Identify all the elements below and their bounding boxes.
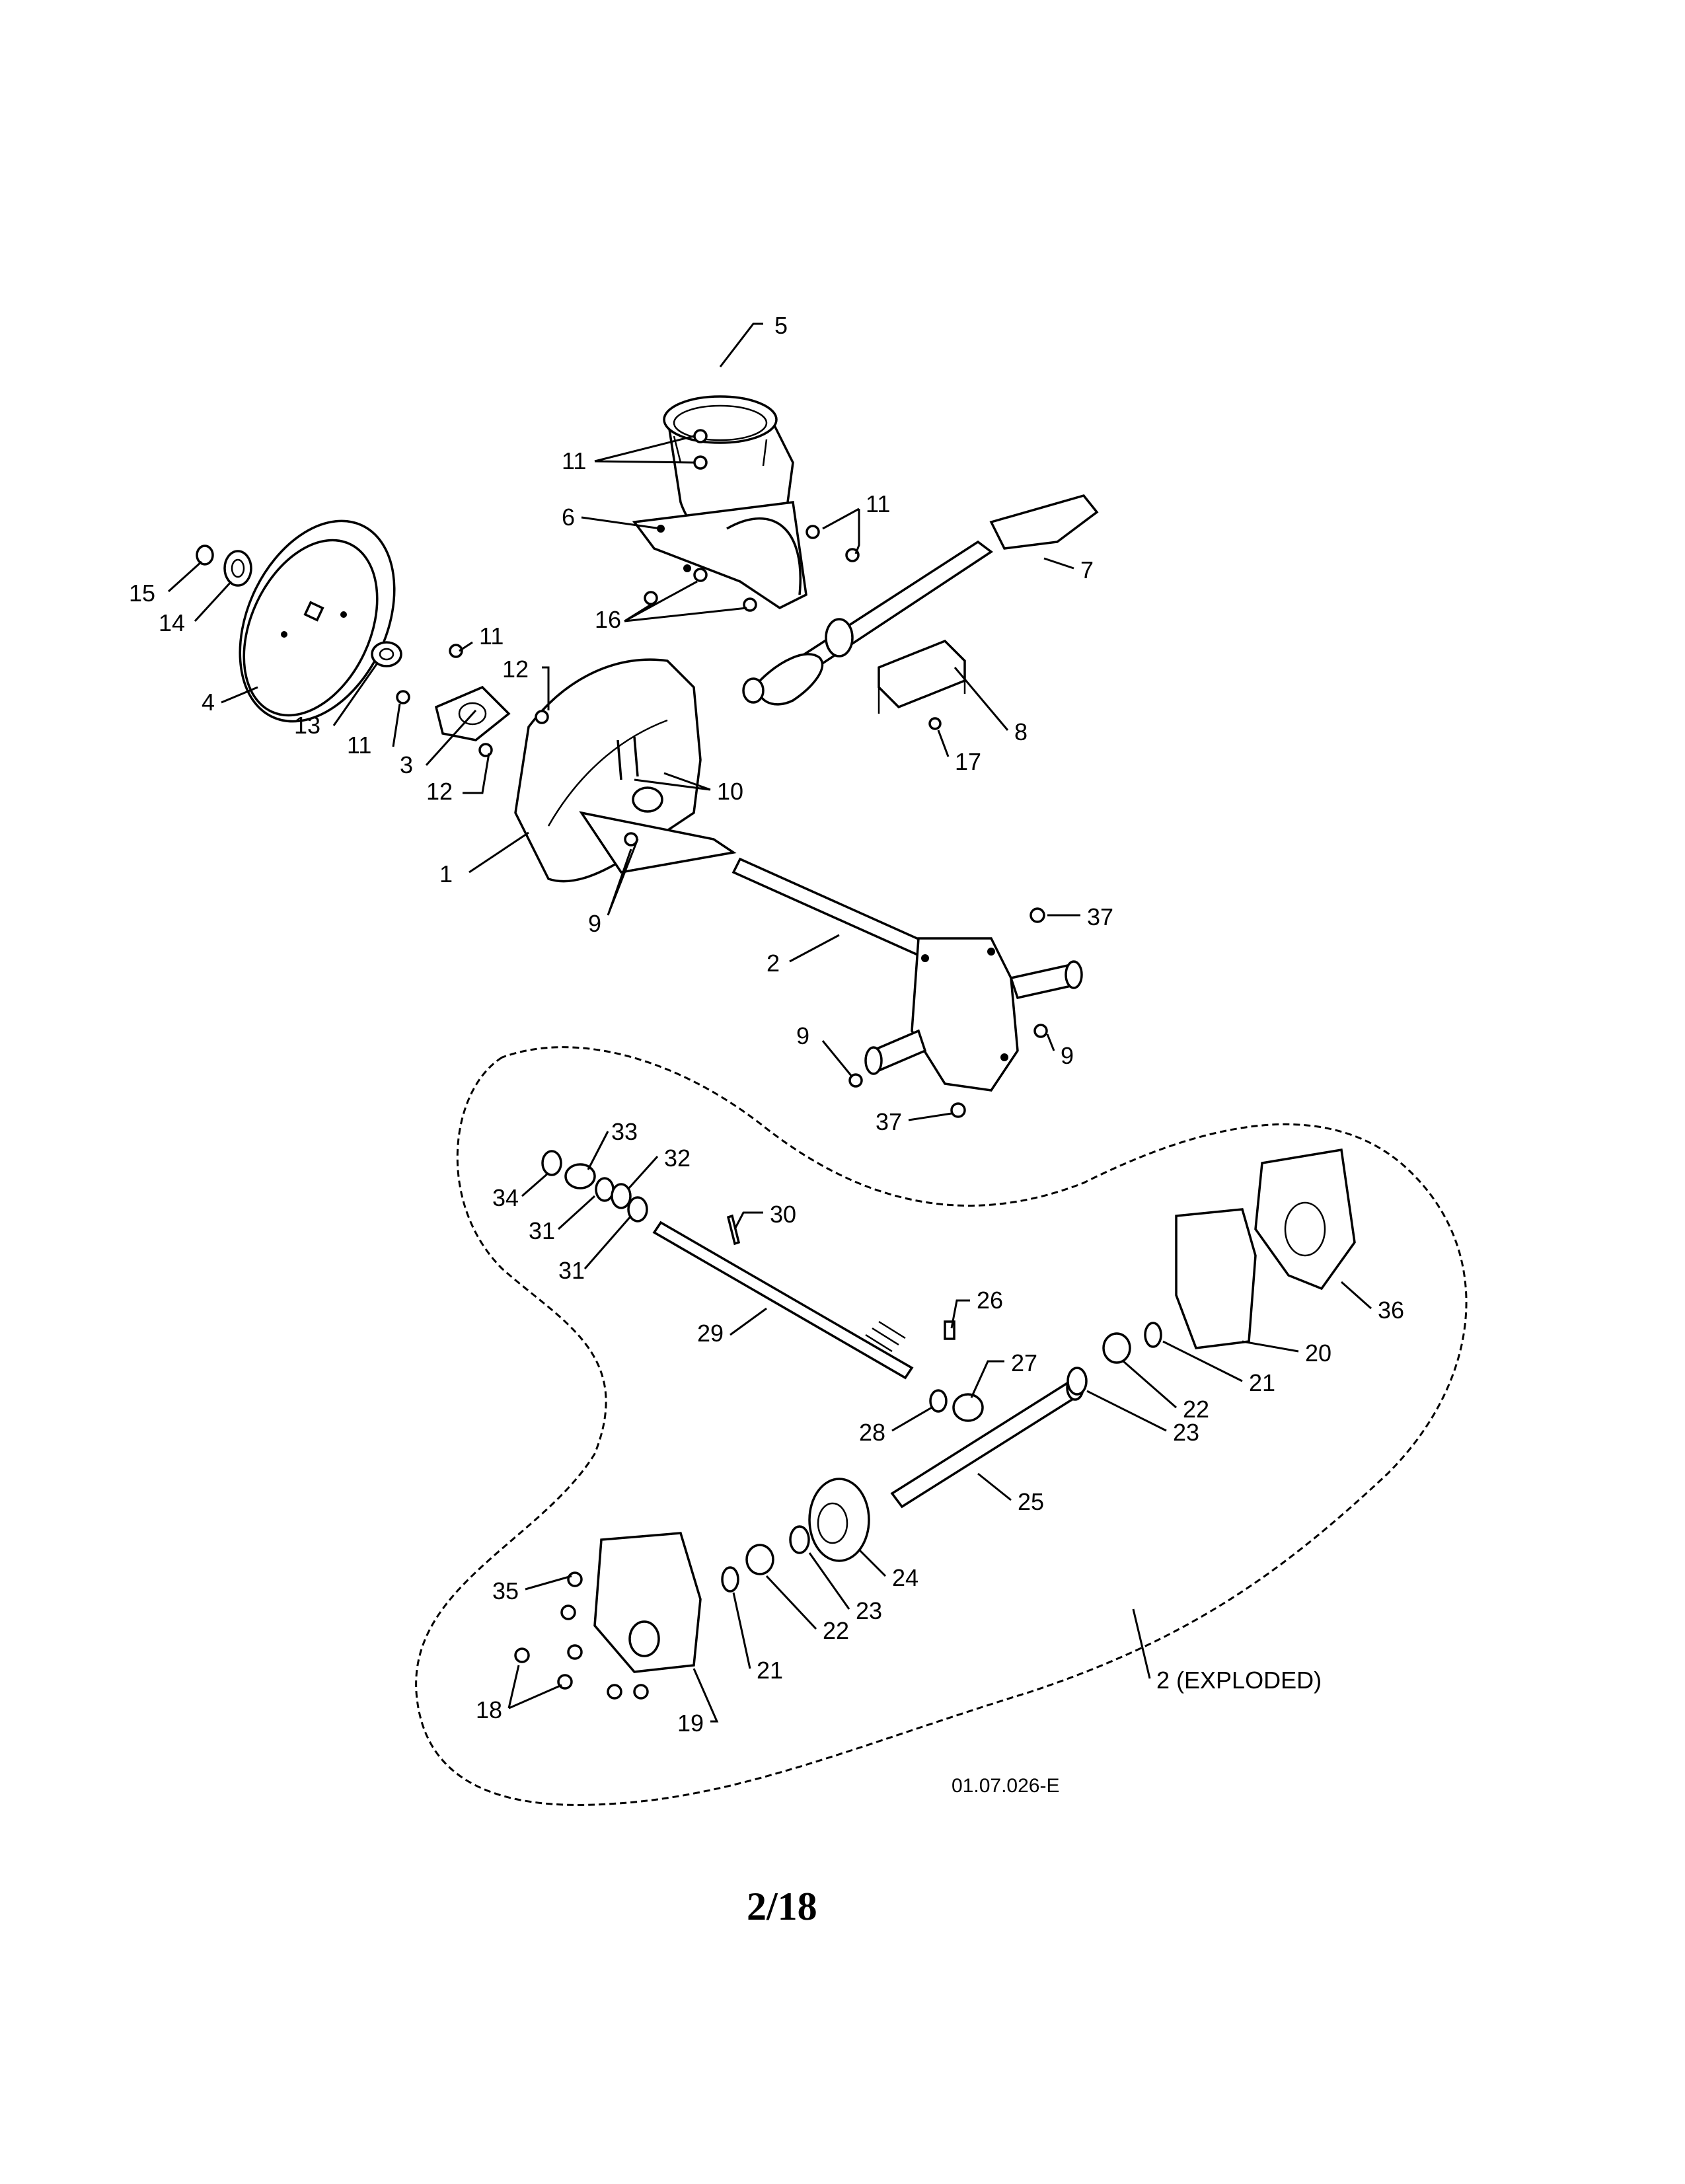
callout-23a: 23 [1173, 1419, 1199, 1446]
part-35-screws [560, 1571, 649, 1700]
callout-26: 26 [977, 1287, 1003, 1314]
callout-17: 17 [955, 748, 981, 775]
part-36-housing-half [1254, 1148, 1356, 1291]
callout-9c: 9 [1061, 1042, 1074, 1069]
callout-10: 10 [717, 778, 743, 805]
callout-37b: 37 [876, 1108, 902, 1135]
callout-9a: 9 [588, 910, 601, 937]
callout-25: 25 [1018, 1488, 1044, 1515]
callout-21b: 21 [757, 1657, 783, 1684]
part-32-seal [611, 1183, 632, 1209]
part-4-pulley [239, 519, 396, 723]
part-24-worm-gear [808, 1478, 870, 1562]
callout-29: 29 [697, 1320, 724, 1347]
hardware-10-bolts [617, 736, 639, 780]
callout-11d: 11 [479, 622, 504, 650]
callout-20: 20 [1305, 1339, 1331, 1367]
part-14-bearing [223, 550, 252, 587]
callout-28: 28 [859, 1419, 885, 1446]
exploded-view-boundary [415, 1046, 1468, 1806]
callout-33: 33 [611, 1118, 638, 1145]
callout-32: 32 [664, 1145, 691, 1172]
page-number: 2/18 [747, 1885, 817, 1928]
part-22-bushings [745, 1332, 1131, 1575]
callout-12b: 12 [426, 778, 453, 805]
part-30-pin [726, 1214, 741, 1246]
part-31-washers [595, 1177, 648, 1223]
callout-2: 2 [767, 950, 780, 977]
callout-14: 14 [159, 609, 185, 636]
part-25-shaft [890, 1374, 1084, 1509]
callout-27: 27 [1011, 1349, 1037, 1376]
part-21-seals [721, 1322, 1162, 1593]
callout-22b: 22 [823, 1617, 849, 1644]
callout-5: 5 [774, 312, 788, 339]
callout-12a: 12 [502, 656, 529, 683]
hardware-9-nuts [624, 832, 1048, 1088]
callout-labels: 5 11 11 6 7 16 15 14 4 13 11 11 3 12 1 2 … [129, 312, 1404, 1737]
callout-31b: 31 [558, 1257, 585, 1284]
part-28-washer [929, 1389, 948, 1413]
hardware-16-bolts [644, 568, 757, 612]
callout-4: 4 [202, 689, 215, 716]
callout-7: 7 [1080, 556, 1094, 584]
callout-13: 13 [294, 712, 320, 739]
callout-11b: 11 [866, 490, 890, 517]
callout-15: 15 [129, 580, 155, 607]
part-13-hub [371, 641, 402, 667]
callout-11c: 11 [347, 732, 371, 759]
callout-23b: 23 [856, 1597, 882, 1624]
part-7-chute-crank [742, 494, 1099, 706]
hardware-11-nuts [396, 429, 860, 704]
part-8-bracket [878, 639, 966, 714]
callout-19: 19 [677, 1710, 704, 1737]
part-18-fittings [514, 1647, 573, 1690]
part-6-chute-base [632, 501, 807, 610]
callout-6: 6 [562, 504, 575, 531]
callout-37a: 37 [1087, 903, 1113, 930]
hardware-12-bolts [478, 710, 549, 757]
callout-8: 8 [1014, 718, 1028, 745]
part-15-nut [196, 545, 214, 566]
part-34-washer [541, 1150, 562, 1176]
callout-30: 30 [770, 1201, 796, 1228]
callout-24: 24 [892, 1564, 918, 1591]
callout-31a: 31 [529, 1217, 555, 1244]
part-29-worm-shaft [652, 1221, 914, 1380]
callout-2-exploded: 2 (EXPLODED) [1156, 1667, 1322, 1694]
callout-16: 16 [595, 606, 621, 633]
callout-9b: 9 [796, 1022, 809, 1049]
part-2-gearbox-assembly [731, 857, 1083, 1092]
callout-11a: 11 [562, 447, 586, 474]
hardware-37-bolts [950, 907, 1045, 1118]
part-19-housing-half [593, 1532, 702, 1673]
callout-3: 3 [400, 751, 413, 778]
hardware-17-screw [928, 717, 942, 730]
callout-21a: 21 [1249, 1369, 1275, 1396]
callout-22a: 22 [1183, 1396, 1209, 1423]
leader-lines [167, 322, 1372, 1723]
callout-34: 34 [492, 1184, 519, 1211]
drawing-number: 01.07.026-E [952, 1775, 1059, 1797]
callout-36: 36 [1378, 1297, 1404, 1324]
callout-1: 1 [439, 860, 453, 887]
part-1-housing [514, 658, 737, 883]
part-27-bushing [952, 1393, 984, 1422]
callout-35: 35 [492, 1577, 519, 1604]
callout-18: 18 [476, 1696, 502, 1723]
part-20-gasket [1175, 1208, 1257, 1349]
part-23-washers [789, 1367, 1088, 1554]
part-33-bushing [564, 1163, 596, 1189]
